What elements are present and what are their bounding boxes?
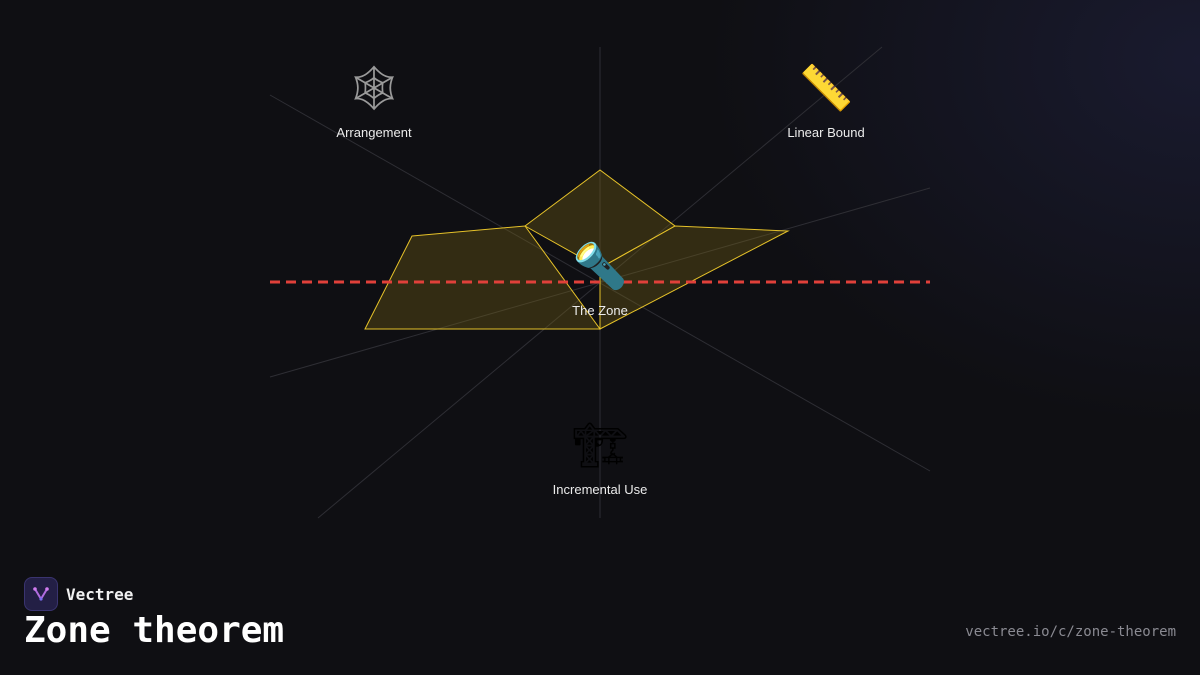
zone-face-right — [599, 225, 790, 330]
spider-web-icon: 🕸 — [346, 63, 402, 114]
brand-name: Vectree — [66, 584, 134, 604]
node-label-arrangement: Arrangement — [336, 125, 412, 140]
node-label-linear-bound: Linear Bound — [787, 125, 865, 140]
zone-faces — [364, 169, 790, 330]
node-label-incremental-use: Incremental Use — [552, 482, 648, 497]
flashlight-icon: 🔦 — [572, 241, 628, 292]
brand: Vectree — [24, 577, 133, 611]
node-label-zone: The Zone — [572, 303, 628, 318]
page-title: Zone theorem — [24, 610, 285, 651]
ruler-icon: 📏 — [798, 63, 854, 114]
vectree-logo-icon — [24, 577, 58, 611]
page-url: vectree.io/c/zone-theorem — [965, 624, 1176, 640]
crane-icon: 🏗 — [572, 420, 628, 471]
